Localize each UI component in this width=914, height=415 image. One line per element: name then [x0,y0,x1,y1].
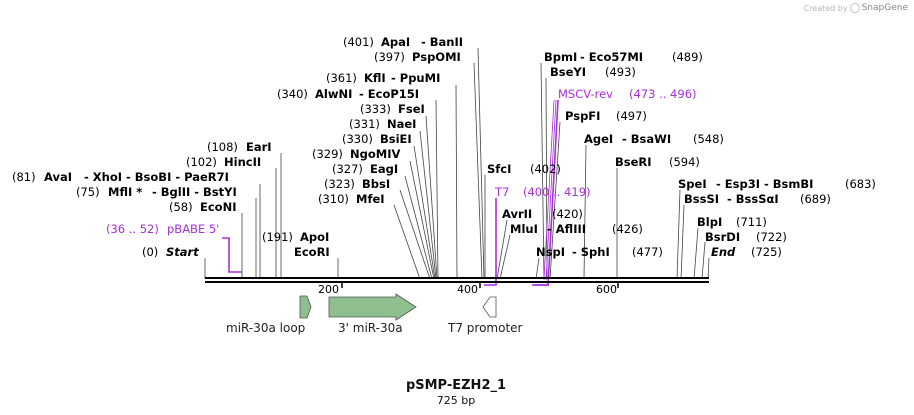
primer-pbabe5-label: (36 .. 52) pBABE 5' [106,218,219,237]
credit-brand: SnapGene [861,3,908,13]
label-start: (0) Start [142,241,199,260]
label-eagi: (327) EagI [332,158,398,177]
tick-label-200: 200 [318,283,339,296]
label-ecori-extra: EcoRI [294,245,330,259]
label-spei: SpeI - Esp3I - BsmBI (683) [678,173,876,192]
label-kfli: (361) KflI - PpuMI [326,67,440,86]
cut-site-lines [204,47,710,280]
snapgene-credit: Created by SnapGene [804,3,908,13]
label-pspomi: (397) PspOMI [374,46,461,65]
label-apai: (401) ApaI - BanII [343,31,463,50]
label-mfei: (310) MfeI [318,188,385,207]
credit-prefix: Created by [803,3,848,13]
primer-t7-arrow [484,198,497,286]
label-fsei: (333) FseI [360,98,425,117]
feature-mir30a-loop-label: miR-30a loop [226,321,305,335]
label-bseri: BseRI (594) [615,151,700,170]
feature-t7-promoter-shape [482,296,497,318]
snapgene-logo-icon [849,3,860,13]
label-naei: (331) NaeI [349,113,416,132]
label-bsssi: BssSI - BssSαI (689) [684,188,831,207]
feature-3-mir30a-shape [328,293,417,321]
label-bsrdi: BsrDI (722) [705,226,787,245]
label-avai: (81) AvaI - XhoI - BsoBI - PaeR7I [12,166,229,185]
label-ngomiv: (329) NgoMIV [312,143,400,162]
label-avrii: AvrII (420) [502,203,583,222]
label-alwni: (340) AlwNI - EcoP15I [277,83,419,102]
label-econi: (58) EcoNI [169,196,236,215]
primer-mscvrev-label: MSCV-rev (473 .. 496) [558,83,697,102]
feature-mir30a-loop-shape [299,295,312,319]
label-hincii: (102) HincII [186,151,261,170]
label-mlui: MluI - AflIII (426) [510,218,643,237]
label-bsiei: (330) BsiEI [342,128,412,147]
label-nspi: NspI - SphI (477) [536,241,663,260]
label-ecori: (191) ApoI [262,226,329,245]
tick-label-600: 600 [596,283,617,296]
label-pspfi: PspFI (497) [565,105,647,124]
label-eari: (108) EarI [207,136,272,155]
label-mfli: (75) MflI * - BglII - BstYI [76,181,237,200]
primer-t7-label: T7 (400 .. 419) [494,181,591,200]
map-length: 725 bp [437,394,475,407]
tick-label-400: 400 [457,283,478,296]
map-title: pSMP-EZH2_1 [406,378,506,393]
dna-backbone [205,277,709,288]
feature-t7-promoter-label: T7 promoter [447,321,523,335]
label-blpi: BlpI (711) [697,211,767,230]
label-bbsi: (323) BbsI [324,173,390,192]
label-agei: AgeI - BsaWI (548) [584,128,724,147]
label-end: End (725) [711,241,782,260]
feature-3-mir30a-label: 3' miR-30a [338,321,403,335]
primer-marks [222,99,559,286]
label-bpmi: BpmI - Eco57MI (489) [544,46,703,65]
primer-pbabe5-arrow [222,237,242,273]
label-sfci: SfcI (402) [487,158,561,177]
label-bseyi: BseYI (493) [550,61,636,80]
